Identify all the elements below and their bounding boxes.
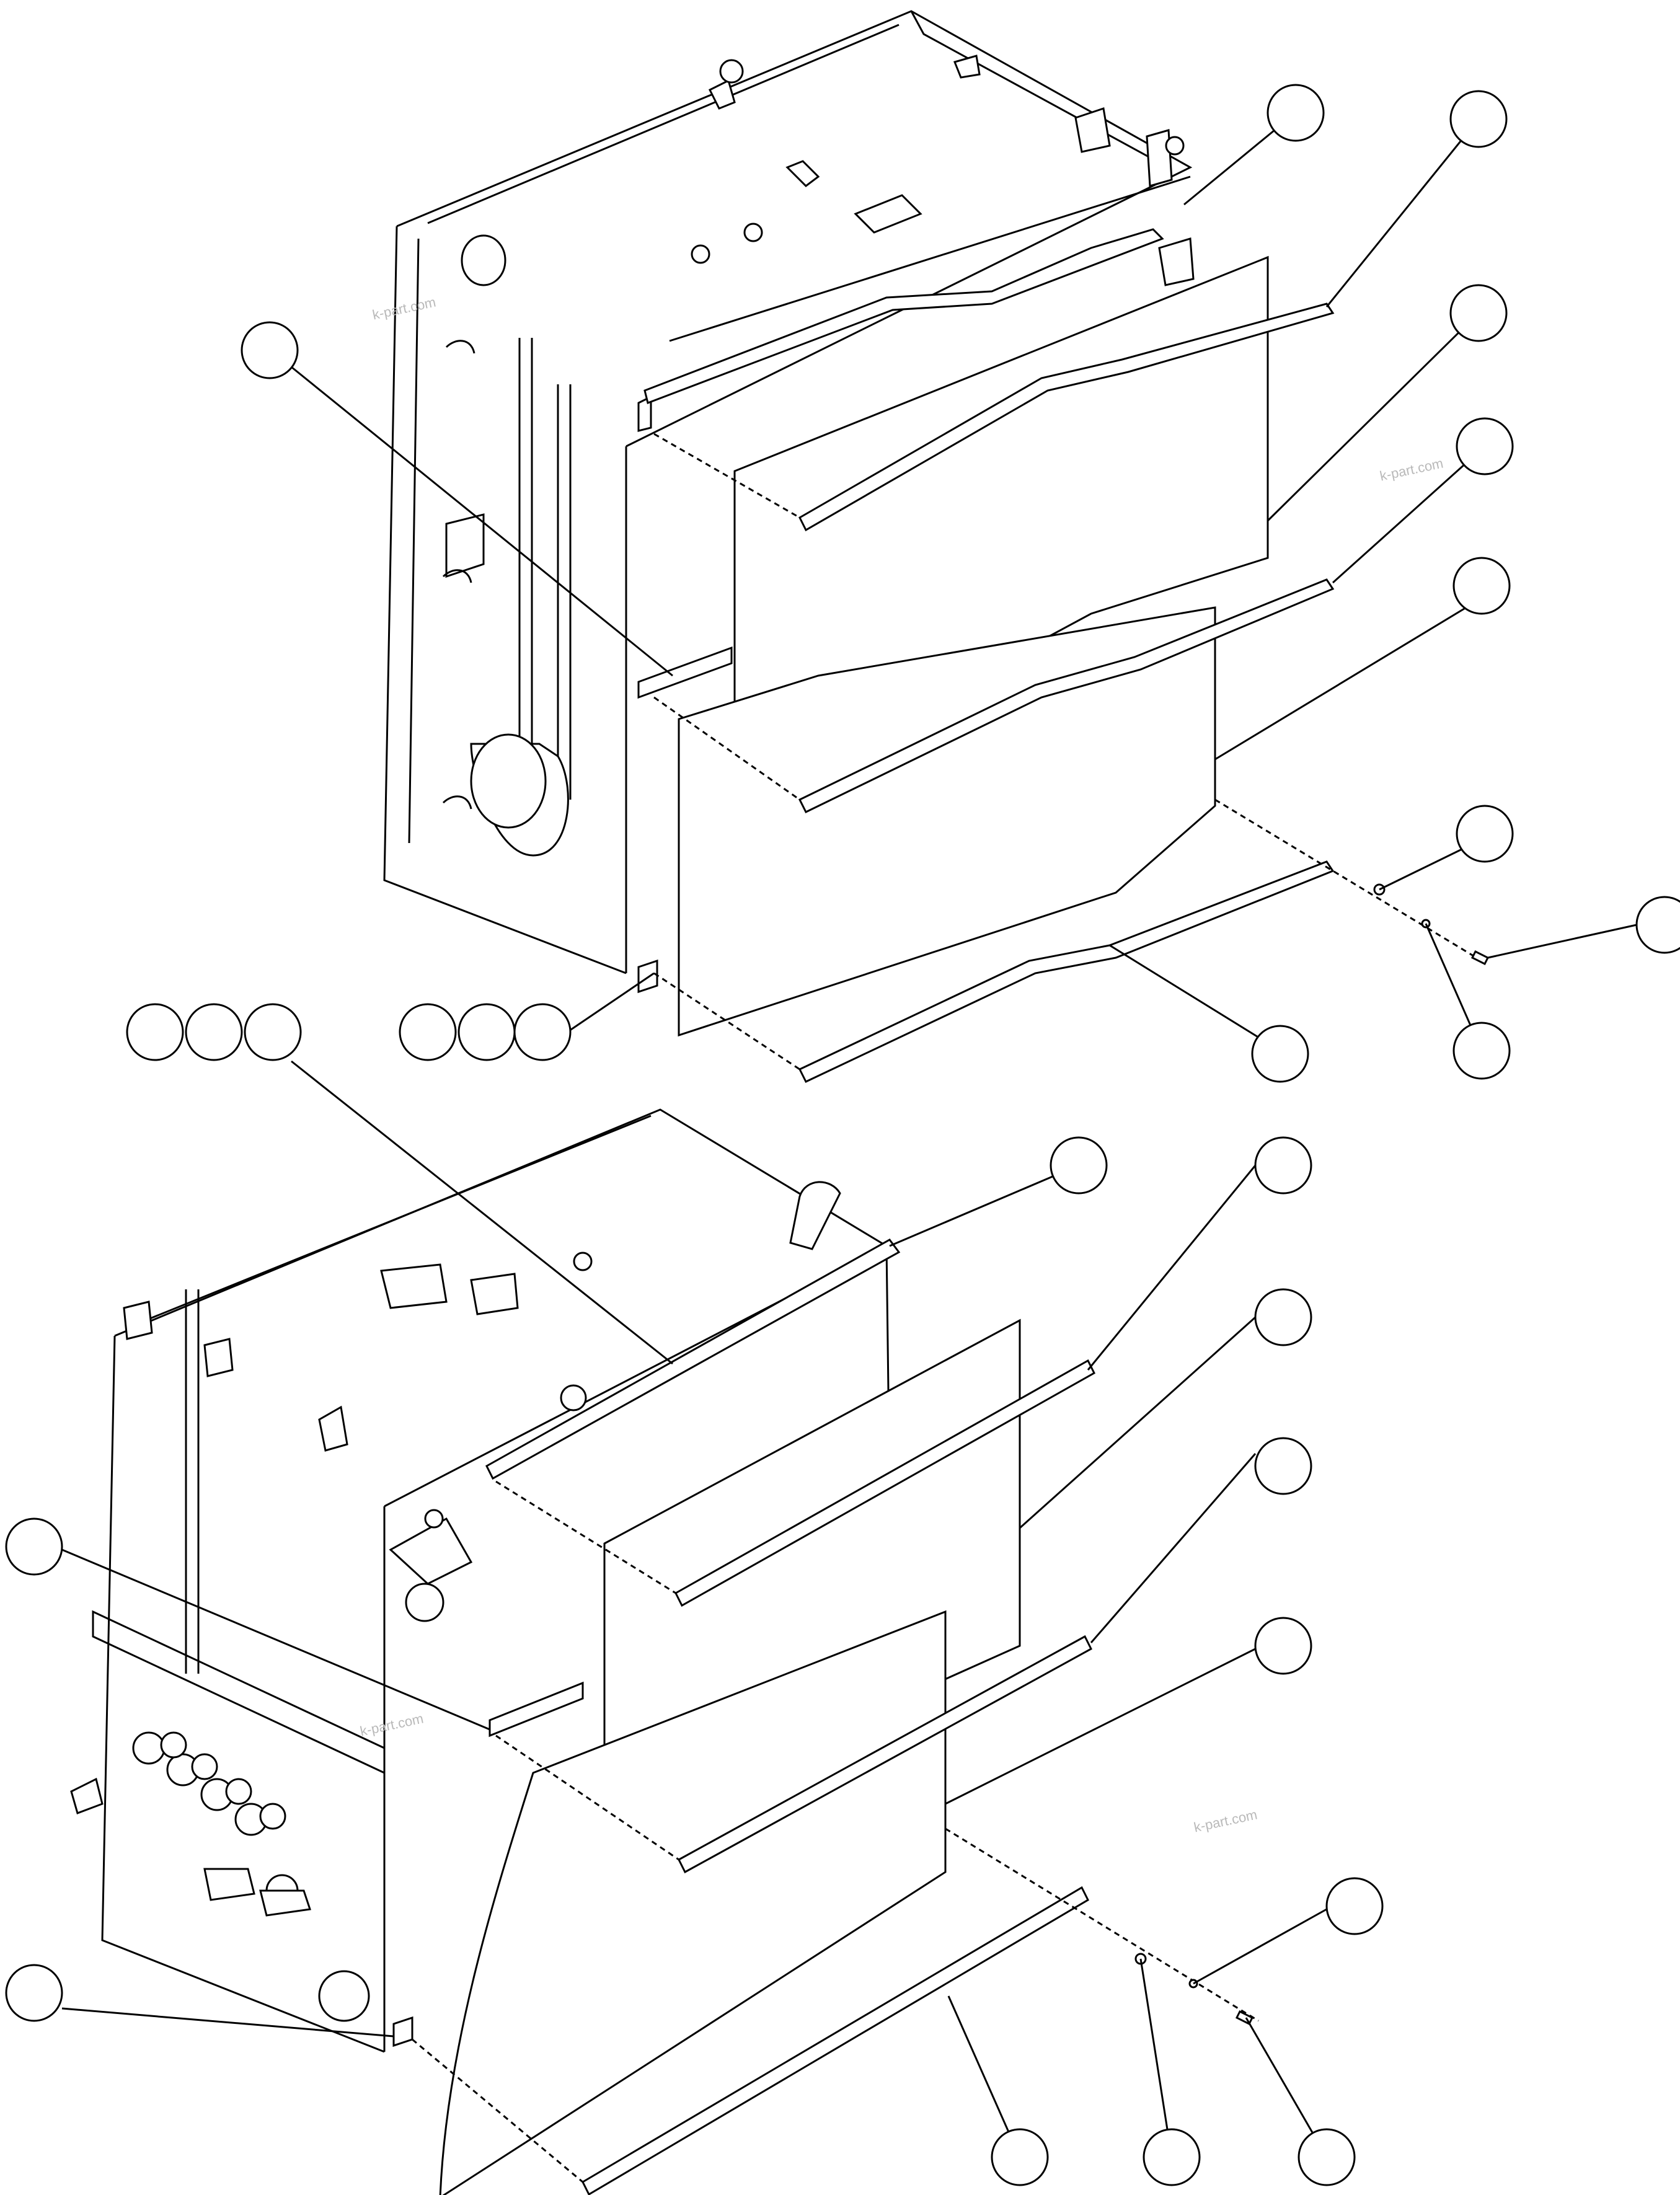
upper-left-rail-lower xyxy=(637,646,733,699)
lower-screw xyxy=(1235,2010,1254,2026)
upper-rail-1 xyxy=(798,303,1335,532)
upper-leaders xyxy=(291,112,1637,1052)
lower-top-rail xyxy=(485,1239,901,1480)
upper-tank xyxy=(383,10,1195,974)
upper-rail-2 xyxy=(798,578,1335,813)
upper-rail-3 xyxy=(798,860,1335,1083)
callout-balloon xyxy=(1143,2128,1201,2186)
lower-rail-3 xyxy=(581,1886,1089,2195)
callout-balloon xyxy=(1254,1437,1312,1495)
callout-balloon xyxy=(1449,284,1508,342)
lower-align-3 xyxy=(412,2038,583,2183)
upper-align-4 xyxy=(1214,798,1482,962)
lower-rear-panel xyxy=(439,1610,947,2195)
upper-assembly xyxy=(291,10,1637,1083)
callout-balloon xyxy=(1449,90,1508,148)
callout-balloon xyxy=(1254,1617,1312,1675)
lower-align-4 xyxy=(945,1827,1259,2022)
callout-balloon xyxy=(1251,1025,1309,1083)
callout-balloon xyxy=(1254,1136,1312,1195)
callout-balloon xyxy=(1635,896,1680,954)
callout-balloon xyxy=(1254,1288,1312,1346)
callout-balloon xyxy=(513,1003,572,1061)
upper-top-rail xyxy=(643,228,1164,405)
callout-balloon xyxy=(991,2128,1049,2186)
lower-tank xyxy=(70,1108,891,2053)
lower-leaders xyxy=(61,1060,1328,2158)
callout-balloon xyxy=(5,1964,63,2022)
callout-balloon xyxy=(1298,2128,1356,2186)
callout-balloon xyxy=(1456,417,1514,475)
lower-align-2 xyxy=(495,1734,679,1861)
callout-balloon xyxy=(5,1517,63,1576)
upper-align-1 xyxy=(653,433,800,519)
callout-balloon xyxy=(126,1003,184,1061)
lower-assembly xyxy=(61,1060,1328,2195)
lower-rail-1 xyxy=(674,1359,1095,1607)
callout-balloon xyxy=(1325,1877,1384,1935)
callout-balloon xyxy=(1456,805,1514,863)
callout-balloons xyxy=(5,84,1680,2186)
upper-screw xyxy=(1470,950,1490,966)
callout-balloon xyxy=(1452,1022,1511,1080)
lower-left-rail xyxy=(489,1681,584,1738)
upper-rear-panel xyxy=(678,606,1216,1037)
callout-balloon xyxy=(458,1003,516,1061)
lower-align-1 xyxy=(495,1480,676,1594)
callout-balloon xyxy=(244,1003,302,1061)
callout-balloon xyxy=(399,1003,457,1061)
callout-balloon xyxy=(185,1003,243,1061)
callout-balloon xyxy=(1452,557,1511,615)
lower-left-rail-bottom xyxy=(392,2016,413,2047)
callout-balloon xyxy=(1267,84,1325,142)
callout-balloon xyxy=(1050,1136,1108,1195)
callout-balloon xyxy=(241,321,299,379)
lower-rail-2 xyxy=(678,1635,1092,1874)
